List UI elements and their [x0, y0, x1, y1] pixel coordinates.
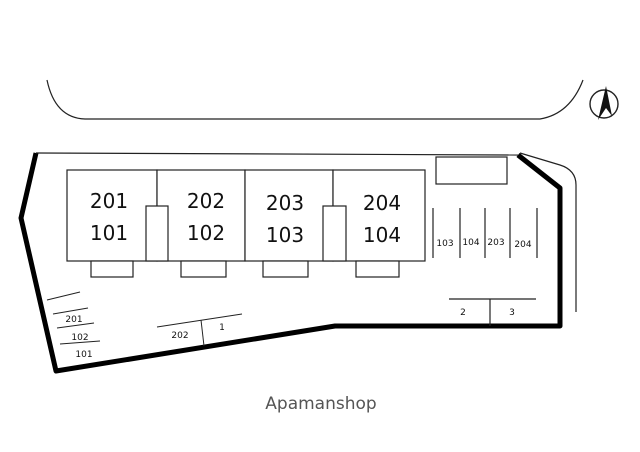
- parking-label: 1: [219, 323, 225, 333]
- entrance-2: [180, 260, 227, 278]
- parking-label: 204: [514, 240, 531, 250]
- parking-label: 201: [65, 315, 82, 325]
- parking-label: 203: [487, 238, 504, 248]
- stairs-2: [322, 205, 347, 262]
- entrance-3: [262, 260, 309, 278]
- parking-label: 102: [71, 333, 88, 343]
- building-unit-2: [156, 169, 246, 262]
- parking-label: 101: [75, 350, 92, 360]
- parking-label: 202: [171, 331, 188, 341]
- parking-bottom-right: 2 3: [449, 298, 536, 326]
- building-unit-1: [66, 169, 158, 262]
- unit-label-102: 102: [187, 221, 225, 245]
- parking-label: 3: [509, 308, 515, 318]
- road-edge: [46, 79, 584, 120]
- stairs-1: [145, 205, 169, 262]
- unit-label-203: 203: [266, 191, 304, 215]
- unit-label-104: 104: [363, 223, 401, 247]
- parking-left: 201 102 101: [46, 291, 101, 360]
- building-unit-3: [244, 169, 334, 262]
- entrance-4: [355, 260, 400, 278]
- building: [66, 169, 426, 278]
- north-arrow-icon: [589, 86, 619, 120]
- parking-label: 103: [436, 239, 453, 249]
- watermark: Apamanshop: [265, 394, 376, 414]
- entrance-1: [90, 260, 134, 278]
- parking-right: 103 104 203 204: [432, 208, 538, 258]
- unit-label-101: 101: [90, 221, 128, 245]
- right-edge-line: [519, 152, 577, 312]
- unit-label-201: 201: [90, 189, 128, 213]
- unit-label-204: 204: [363, 191, 401, 215]
- storage-box: [435, 156, 508, 185]
- site-top-line: [35, 152, 519, 156]
- unit-label-202: 202: [187, 189, 225, 213]
- parking-label: 2: [460, 308, 466, 318]
- unit-label-103: 103: [266, 223, 304, 247]
- building-unit-4: [332, 169, 426, 262]
- site-boundary: [18, 152, 563, 374]
- parking-bottom-mid: 202 1: [156, 313, 243, 347]
- parking-label: 104: [462, 238, 479, 248]
